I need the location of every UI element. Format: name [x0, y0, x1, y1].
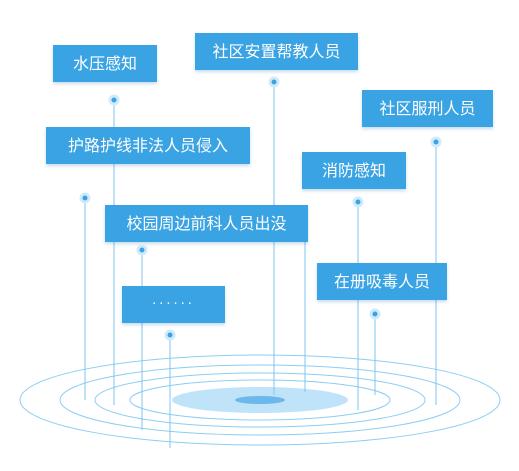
label-text: 消防感知 [321, 161, 386, 180]
label-campus: 校园周边前科人员出没 [105, 205, 308, 242]
label-text: 社区安置帮教人员 [212, 42, 341, 61]
label-road-intrusion: 护路护线非法人员侵入 [46, 127, 250, 164]
label-more: ······ [122, 286, 225, 323]
label-fire: 消防感知 [302, 152, 406, 189]
label-community-sentenced: 社区服刑人员 [362, 90, 493, 127]
label-text: 水压感知 [72, 54, 137, 73]
ring-3 [94, 372, 426, 428]
ring-2 [59, 364, 461, 436]
label-water-pressure: 水压感知 [53, 45, 157, 82]
label-text: 校园周边前科人员出没 [126, 214, 287, 233]
ring-outer [19, 354, 501, 446]
label-text: 社区服刑人员 [379, 99, 476, 118]
label-community-help: 社区安置帮教人员 [195, 33, 358, 70]
label-text: 护路护线非法人员侵入 [67, 136, 228, 155]
label-text: 在册吸毒人员 [333, 272, 430, 291]
center-core [235, 396, 285, 404]
label-drug: 在册吸毒人员 [317, 263, 447, 300]
label-text: ······ [152, 297, 195, 312]
ring-4 [129, 379, 391, 421]
